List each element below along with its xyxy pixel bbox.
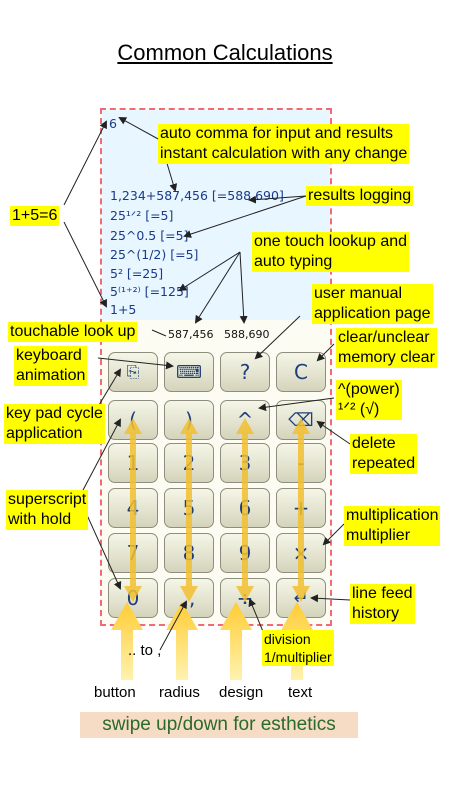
note-multiplication: multiplication multiplier (344, 506, 441, 546)
question-icon: ? (239, 360, 251, 384)
note-line-feed: line feed history (350, 584, 415, 624)
note-one-touch: one touch lookup and auto typing (252, 232, 410, 272)
note-one-plus-five: 1+5=6 (10, 206, 60, 226)
note-superscript: superscript with hold (6, 490, 89, 530)
label-dot-to-comma: .. to , (128, 642, 162, 659)
page-title: Common Calculations (117, 40, 333, 65)
swipe-arrow-col3 (236, 418, 254, 602)
swipe-arrow-col2 (180, 418, 198, 602)
log-line-6[interactable]: 5⁽¹⁺²⁾ [=125] (110, 284, 189, 299)
note-results-logging: results logging (306, 186, 414, 206)
note-auto-comma: auto comma for input and results instant… (158, 124, 410, 164)
note-keyboard: keyboard animation (14, 346, 88, 386)
label-button: button (94, 684, 136, 701)
label-text: text (288, 684, 313, 701)
log-line-5[interactable]: 5² [=25] (110, 266, 164, 281)
swipe-arrow-col1 (124, 418, 142, 602)
note-delete: delete repeated (350, 434, 418, 474)
log-line-4[interactable]: 25^(1/2) [=5] (110, 247, 199, 262)
log-line-2[interactable]: 25¹ᐟ² [=5] (110, 208, 174, 223)
note-touchable: touchable look up (8, 322, 138, 342)
log-line-1[interactable]: 1,234+587,456 [=588,690] (110, 188, 284, 203)
multiply-key[interactable]: × (276, 533, 326, 573)
note-power: ^(power) ¹ᐟ² (√) (336, 380, 402, 420)
note-user-manual: user manual application page (312, 284, 433, 324)
lookup-value-2[interactable]: 588,690 (224, 328, 270, 341)
note-division: division 1/multiplier (262, 630, 334, 666)
swipe-hint: swipe up/down for esthetics (80, 712, 358, 738)
lookup-value-1[interactable]: 587,456 (168, 328, 214, 341)
swipe-arrows (124, 418, 310, 602)
input-line[interactable]: 1+5 (110, 302, 137, 317)
note-clear: clear/unclear memory clear (336, 328, 437, 368)
note-key-pad: key pad cycle application (4, 404, 105, 444)
keyboard-icon: ⌨ (176, 361, 202, 383)
log-line-3[interactable]: 25^0.5 [=5] (110, 228, 189, 243)
label-radius: radius (159, 684, 200, 701)
current-result: 6 (109, 116, 117, 131)
keyboard-animation-button[interactable]: ⌨ (164, 352, 214, 392)
keyboard-switch-icon: ⎘ (126, 362, 140, 381)
label-design: design (219, 684, 264, 701)
swipe-arrow-col4 (292, 418, 310, 602)
